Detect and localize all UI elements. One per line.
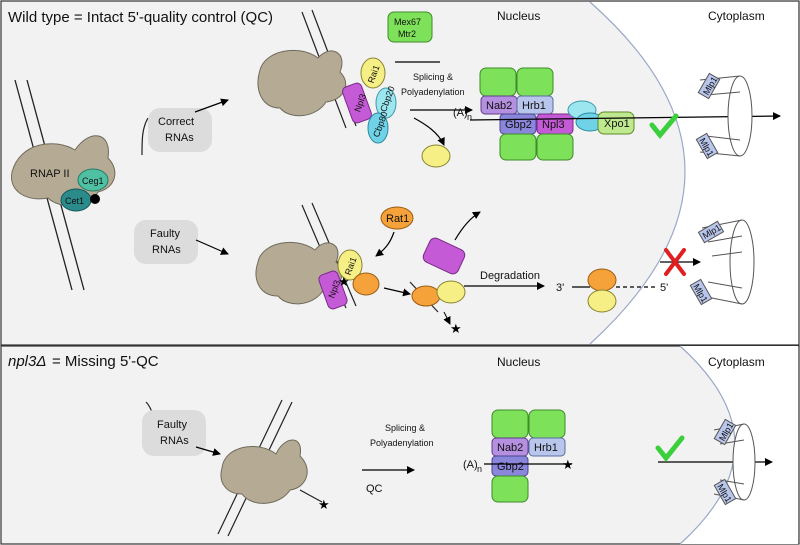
gbp2-2-label: Gbp2 xyxy=(497,461,524,473)
splicing-label-2: Polyadenylation xyxy=(401,87,465,97)
npc-correct: Mlp1 Mlp1 xyxy=(695,72,753,160)
xpo1-label: Xpo1 xyxy=(604,118,630,130)
faulty-rnas-label-1: Faulty xyxy=(150,228,180,240)
faulty-rnas-2-label-1: Faulty xyxy=(157,419,187,431)
cap-release-arrow xyxy=(443,311,451,325)
nab2-2-label: Nab2 xyxy=(497,442,523,454)
rnap-ii-complex: RNAP II Cet1 Ceg1 xyxy=(11,79,116,291)
correct-rnas-label-1: Correct xyxy=(158,116,194,128)
rai1-degrading xyxy=(436,280,466,304)
rai1-final xyxy=(587,289,617,313)
nab2-label: Nab2 xyxy=(486,100,512,112)
export-complex-2: Nab2 Hrb1 (A) n Gbp2 ★ xyxy=(463,409,574,503)
panel-2-title-rest: = Missing 5'-QC xyxy=(52,353,159,370)
nuclear-envelope xyxy=(589,1,686,345)
correct-rnas-bubble: Correct RNAs xyxy=(141,98,229,156)
npl3-protein xyxy=(342,82,372,124)
faulty-path-rnap: Rai1 Npl3 ★ xyxy=(255,202,380,310)
faulty-rnas-bubble: Faulty RNAs xyxy=(134,220,229,264)
cytoplasm-label: Cytoplasm xyxy=(708,9,765,23)
splicing-label-1: Splicing & xyxy=(413,72,453,82)
nucleus-label-2: Nucleus xyxy=(497,355,540,369)
cet1-label: Cet1 xyxy=(65,196,84,206)
rat1-final xyxy=(587,268,617,292)
export-2-check-icon xyxy=(655,435,685,463)
panel-wild-type: Wild type = Intact 5'-quality control (Q… xyxy=(0,0,800,346)
panel-1-title: Wild type = Intact 5'-quality control (Q… xyxy=(8,9,273,26)
export-check-icon xyxy=(649,113,679,139)
qc-label: QC xyxy=(366,483,383,495)
mex67-mtr2 xyxy=(387,11,433,43)
correct-rnas-label-2: RNAs xyxy=(165,132,194,144)
splicing-2-label-2: Polyadenylation xyxy=(370,438,434,448)
polya-label: (A) xyxy=(453,107,468,119)
released-npl3 xyxy=(422,237,466,275)
npc-npl3-delta: Mlp1 Mlp1 xyxy=(713,418,756,506)
released-cap-star-icon: ★ xyxy=(450,321,462,336)
correct-path-rnap: Rai1 Npl3 Cbp20 Cbp80 xyxy=(257,9,397,144)
release-arrow xyxy=(413,117,445,146)
faulty-cap-star-icon: ★ xyxy=(338,274,350,289)
polya-2-sub: n xyxy=(477,464,482,474)
rnap-ii-label: RNAP II xyxy=(30,168,70,180)
faulty-rnas-2-label-2: RNAs xyxy=(160,435,189,447)
rat1-recruit-arrow xyxy=(375,231,395,257)
panel-2-title-italic: npl3Δ xyxy=(8,353,46,370)
nucleus-label: Nucleus xyxy=(497,9,540,23)
splicing-2-label-1: Splicing & xyxy=(385,423,425,433)
decap-arrow xyxy=(383,287,411,297)
rai1-protein xyxy=(360,57,386,89)
npl3delta-cap-star-icon: ★ xyxy=(318,497,330,512)
ceg1-protein xyxy=(77,168,109,192)
faulty-rnas-label-2: RNAs xyxy=(152,244,181,256)
five-prime-label: 5' xyxy=(660,282,668,294)
panel-npl3-delta: npl3Δ = Missing 5'-QC Nucleus Cytoplasm … xyxy=(0,345,800,545)
rnap-npl3-delta: ★ xyxy=(217,399,330,537)
complex-cap-star-icon: ★ xyxy=(562,457,574,472)
blocked-cross-icon xyxy=(664,248,686,276)
rat1-label: Rat1 xyxy=(386,213,409,225)
mtr2-label: Mtr2 xyxy=(398,29,416,39)
rat1-protein xyxy=(380,206,414,230)
npl3-complex-label: Npl3 xyxy=(542,119,565,131)
npl3-release-arrow xyxy=(454,211,481,241)
cbp80-protein xyxy=(367,112,389,144)
panel-2-frame xyxy=(0,345,800,545)
polya-2-label: (A) xyxy=(463,459,478,471)
gbp2-label: Gbp2 xyxy=(505,119,532,131)
cytoplasm-label-2: Cytoplasm xyxy=(708,355,765,369)
degradation-label: Degradation xyxy=(480,270,540,282)
ceg1-label: Ceg1 xyxy=(82,176,104,186)
hrb1-label: Hrb1 xyxy=(522,100,546,112)
cap-dot xyxy=(90,194,100,204)
polya-sub: n xyxy=(467,112,472,122)
faulty-rnas-bubble-2: Faulty RNAs xyxy=(142,401,221,456)
mex67-label: Mex67 xyxy=(394,17,421,27)
rat1-degrading xyxy=(411,285,441,307)
hrb1-2-label: Hrb1 xyxy=(534,442,558,454)
released-cbc xyxy=(421,144,451,168)
three-prime-label: 3' xyxy=(556,282,564,294)
